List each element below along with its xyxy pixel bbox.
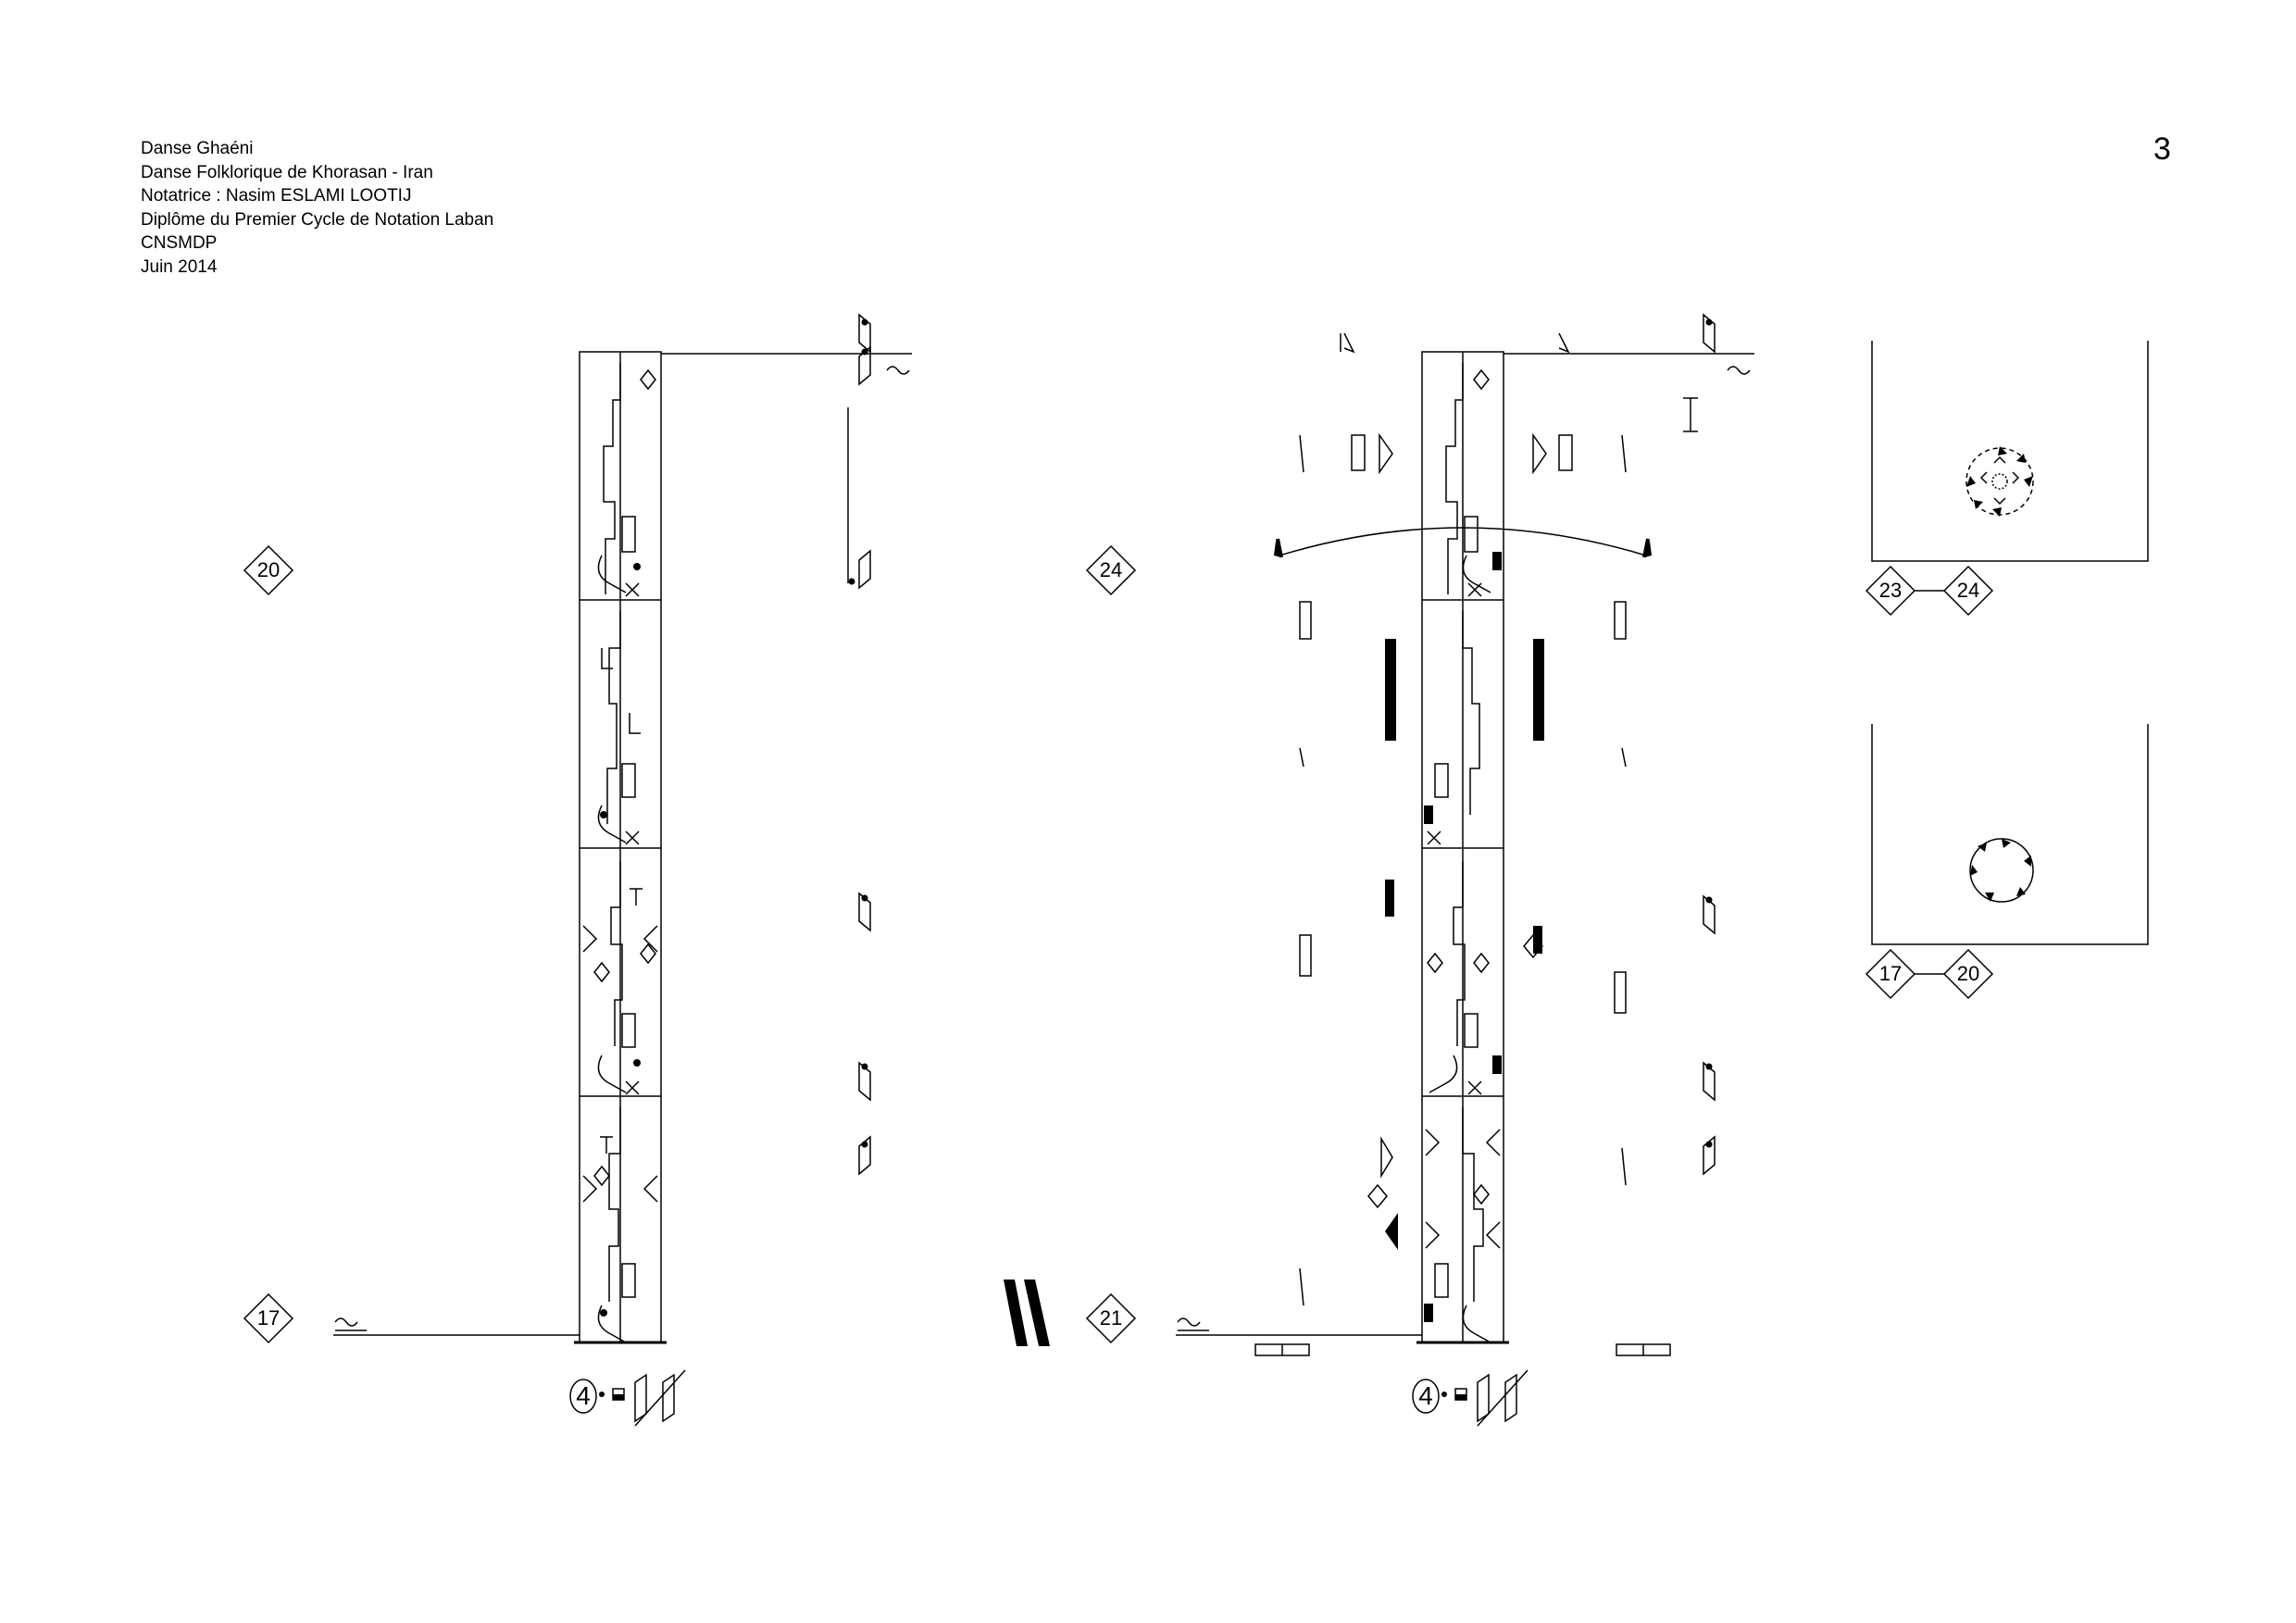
measure-marker-21: 21: [1085, 1292, 1137, 1344]
double-slash-repeat-icon: [1004, 1280, 1050, 1346]
meter-number: 4: [576, 1381, 591, 1410]
measure-number: 24: [1956, 579, 1980, 602]
meter-circle-2: [1412, 1379, 1440, 1414]
measure-number: 23: [1878, 579, 1903, 602]
header-line-diploma: Diplôme du Premier Cycle de Notation Lab…: [141, 209, 494, 230]
floorplan-1-connector: [1915, 590, 1944, 592]
measure-number: 24: [1099, 558, 1123, 581]
header-line-notator: Notatrice : Nasim ESLAMI LOOTIJ: [141, 186, 412, 206]
floorplan-2-connector: [1915, 973, 1944, 975]
measure-marker-20: 20: [243, 544, 294, 596]
floorplan-1: [1871, 341, 2149, 562]
header-line-institution: CNSMDP: [141, 233, 218, 253]
measure-number: 20: [256, 558, 281, 581]
measure-number: 20: [1956, 962, 1980, 985]
header-line-subtitle: Danse Folklorique de Khorasan - Iran: [141, 162, 433, 182]
header-line-title: Danse Ghaéni: [141, 139, 254, 158]
floorplan-1-marker-from: 23: [1865, 565, 1916, 617]
document-header: Danse Ghaéni Danse Folklorique de Khoras…: [141, 137, 493, 279]
header-line-date: Juin 2014: [141, 256, 218, 277]
floorplan-1-marker-to: 24: [1942, 565, 1994, 617]
meter-sign-2: 4: [1413, 1380, 1439, 1413]
floorplan-2: [1871, 724, 2149, 945]
meter-sign-1: 4: [570, 1380, 596, 1413]
meter-number: 4: [1418, 1381, 1433, 1410]
meter-circle-1: [569, 1379, 597, 1414]
page-number: 3: [2153, 131, 2171, 167]
measure-number: 17: [1878, 962, 1903, 985]
measure-number: 21: [1099, 1306, 1123, 1330]
measure-marker-24: 24: [1085, 544, 1137, 596]
measure-marker-17: 17: [243, 1292, 294, 1344]
floorplan-2-marker-from: 17: [1865, 948, 1916, 1000]
measure-number: 17: [256, 1306, 281, 1330]
floorplan-2-marker-to: 20: [1942, 948, 1994, 1000]
